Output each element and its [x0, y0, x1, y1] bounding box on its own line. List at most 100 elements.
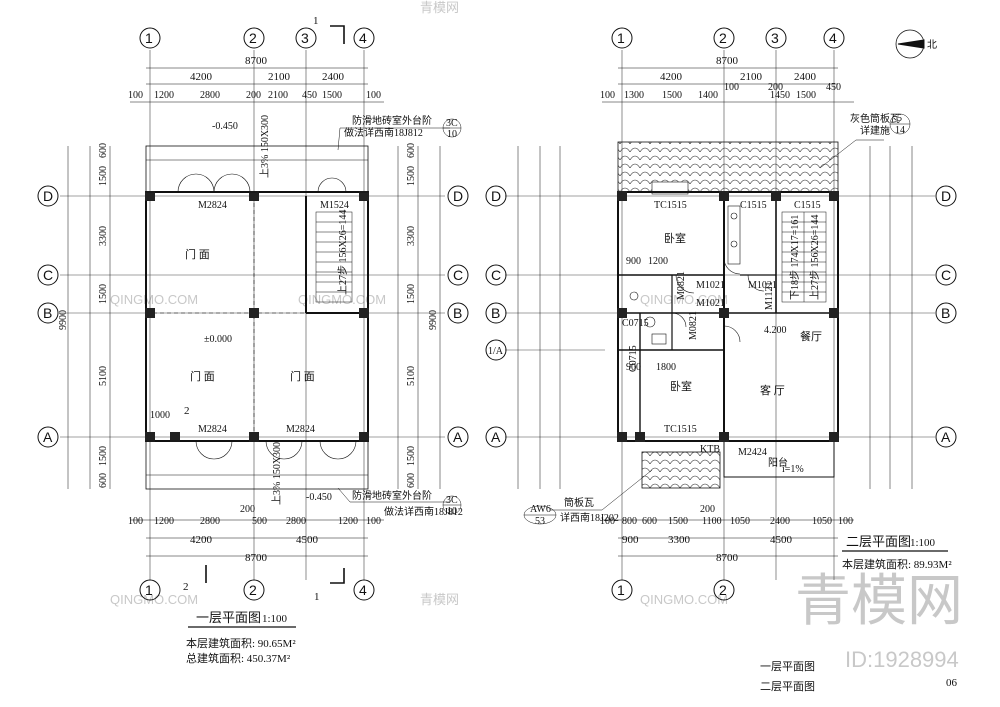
axis-label: C [453, 267, 463, 283]
dim-right: 600 [406, 143, 417, 158]
axis-label: C [941, 267, 951, 283]
window-label: C0715 [628, 345, 639, 372]
north-label: 北 [927, 39, 937, 51]
axis-label: B [43, 305, 52, 321]
window-label: TC1515 [664, 424, 697, 435]
dim-top: 2400 [794, 71, 817, 83]
dim-detail: 100 [838, 516, 853, 527]
axis-label: B [941, 305, 950, 321]
door-label: M1524 [320, 200, 349, 211]
axis-label: C [491, 267, 501, 283]
dim-left: 3300 [98, 226, 109, 246]
stair-note: 上27步 156X26=144 [809, 215, 821, 300]
dim-left: 1500 [98, 446, 109, 466]
dim-detail: 100 [600, 516, 615, 527]
plan-1 [37, 25, 469, 601]
dim-left: 600 [98, 473, 109, 488]
dimension-lines [67, 67, 441, 557]
plan-scale: 1:100 [262, 613, 288, 625]
dim-right: 1500 [406, 166, 417, 186]
dim-detail: 2800 [200, 516, 220, 527]
dim-detail: 1500 [796, 90, 816, 101]
axis-label: 2 [249, 30, 257, 46]
callout-text: 筒板瓦 [564, 496, 594, 509]
dim-detail: 1100 [702, 516, 722, 527]
axis-label: D [43, 188, 53, 204]
room-label: 阳台 [768, 456, 788, 469]
stair [781, 211, 827, 303]
level-mark: ±0.000 [204, 334, 232, 345]
sheet-number: 06 [946, 677, 958, 689]
sheet-title: 一层平面图 [760, 660, 815, 673]
dim-detail: 2800 [200, 90, 220, 101]
room-label: 门 面 [185, 247, 210, 261]
callout-leaders [523, 113, 911, 525]
window-label: TC1515 [654, 200, 687, 211]
window-label: C0715 [622, 318, 649, 329]
dim-right: 3300 [406, 226, 417, 246]
columns [617, 191, 839, 442]
dim-top: 4200 [190, 71, 213, 83]
dim-bottom: 4500 [770, 534, 793, 546]
axis-label: 1 [145, 30, 153, 46]
balcony [723, 440, 835, 478]
callout-text: 做法详西南18J812 [344, 126, 423, 139]
dims-left-vertical: 600 1500 3300 1500 5100 1500 600 9900 60… [58, 143, 439, 488]
dim-detail: 1400 [698, 90, 718, 101]
dim-bottom: 4200 [190, 534, 213, 546]
axis-bubbles-bottom [139, 579, 375, 601]
dim-right: 5100 [406, 366, 417, 386]
axis-label: 2 [719, 30, 727, 46]
area-label: 本层建筑面积: 90.65M² [186, 636, 296, 650]
bubble-text: 53 [535, 516, 545, 527]
watermarks: QINGMO.COM QINGMO.COM QINGMO.COM QINGMO.… [110, 0, 963, 672]
door-label: M0821 [676, 271, 687, 300]
watermark-small-cn: 青模网 [420, 0, 459, 15]
dim-left-total: 9900 [58, 310, 69, 330]
dim-right: 1500 [406, 446, 417, 466]
dim-detail: 100 [600, 90, 615, 101]
axis-label: A [43, 429, 53, 445]
dim-detail: 1200 [154, 90, 174, 101]
room-label: 门 面 [290, 369, 315, 383]
callout-text: 详西南18J202 [560, 511, 619, 524]
bubble-text: 10 [447, 506, 457, 517]
inner-dim: 1800 [656, 362, 676, 373]
door-label: M1021 [748, 280, 777, 291]
dim-detail: 1050 [730, 516, 750, 527]
roof-eave [617, 141, 839, 193]
small-dim: 1000 [150, 410, 170, 421]
rear-terrace [145, 440, 369, 490]
dim-detail: 200 [246, 90, 261, 101]
dim-detail: 450 [826, 82, 841, 93]
dim-top: 4200 [660, 71, 683, 83]
slope-note: i=1% [782, 464, 804, 475]
door-label: M0821 [688, 311, 699, 340]
dim-bottom: 3300 [668, 534, 691, 546]
axis-bubbles-left [37, 185, 469, 448]
watermark-small-cn: 青模网 [420, 592, 459, 607]
axis-label: B [453, 305, 462, 321]
sheet-title: 二层平面图 [760, 680, 815, 693]
dim-right: 1500 [406, 284, 417, 304]
bubble-text: 3C [446, 495, 458, 506]
section-mark: 2 [183, 581, 189, 593]
section-mark: 1 [313, 15, 319, 27]
axis-label: 3 [771, 30, 779, 46]
level-mark: -0.450 [212, 121, 238, 132]
dim-detail: 450 [302, 90, 317, 101]
window-label: KTB [700, 444, 720, 455]
door-swings [671, 257, 765, 343]
door-label: M1021 [696, 298, 725, 309]
dim-detail: 1500 [668, 516, 688, 527]
room-label: 门 面 [190, 369, 215, 383]
dim-top: 2400 [322, 71, 345, 83]
dim-detail: 100 [128, 90, 143, 101]
axis-label: 1 [617, 30, 625, 46]
dim-detail: 800 [622, 516, 637, 527]
plan-2 [485, 27, 957, 601]
dim-detail: 2800 [286, 516, 306, 527]
room-label: 卧室 [670, 379, 692, 393]
plan-title: 一层平面图 [196, 610, 261, 625]
dim-detail: 200 [768, 82, 783, 93]
